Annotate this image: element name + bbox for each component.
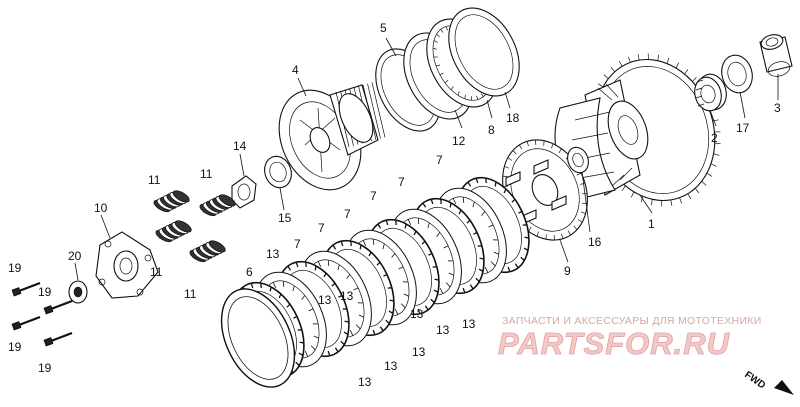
lifter-bearing bbox=[68, 280, 88, 304]
lock-washer bbox=[264, 155, 292, 189]
callout-13-h: 13 bbox=[340, 289, 354, 303]
callout-13-f: 13 bbox=[462, 317, 476, 331]
callout-2: 2 bbox=[711, 131, 718, 145]
clutch-spring bbox=[189, 240, 226, 263]
callout-20: 20 bbox=[68, 249, 82, 263]
callout-7-f: 7 bbox=[436, 153, 443, 167]
callout-7-c: 7 bbox=[344, 207, 351, 221]
callout-11-c: 11 bbox=[150, 265, 163, 279]
needle-bearing bbox=[694, 73, 727, 112]
watermark: ЗАПЧАСТИ И АКСЕССУАРЫ ДЛЯ МОТОТЕХНИКИ PA… bbox=[498, 315, 762, 361]
release-bearing bbox=[567, 146, 589, 174]
callout-3: 3 bbox=[774, 101, 781, 115]
callout-7-e: 7 bbox=[398, 175, 405, 189]
forward-direction-indicator: FWD bbox=[742, 369, 794, 395]
clutch-springs bbox=[153, 190, 236, 263]
flange-bolts bbox=[11, 281, 73, 347]
flange-bolt bbox=[43, 331, 73, 347]
callout-11-d: 11 bbox=[184, 287, 197, 301]
watermark-brand: PARTSFOR.RU bbox=[498, 326, 731, 361]
flange-bolt bbox=[11, 281, 41, 297]
callout-13-c: 13 bbox=[384, 359, 398, 373]
lock-nut bbox=[231, 175, 257, 209]
fwd-label: FWD bbox=[742, 369, 767, 391]
callout-labels: 1 2 3 17 4 5 12 8 18 14 15 16 9 10 20 6 … bbox=[8, 21, 781, 389]
callout-4: 4 bbox=[292, 63, 299, 77]
fwd-arrow-icon bbox=[774, 380, 794, 395]
callout-18: 18 bbox=[506, 111, 520, 125]
callout-13-b: 13 bbox=[358, 375, 372, 389]
callout-8: 8 bbox=[488, 123, 495, 137]
callout-11-b: 11 bbox=[200, 167, 213, 181]
flange-bolt bbox=[11, 315, 41, 331]
judder-plate-6 bbox=[220, 288, 296, 388]
callout-15: 15 bbox=[278, 211, 292, 225]
callout-7-a: 7 bbox=[294, 237, 301, 251]
callout-14: 14 bbox=[233, 139, 247, 153]
callout-1: 1 bbox=[648, 217, 655, 231]
callout-7-b: 7 bbox=[318, 221, 325, 235]
callout-19-d: 19 bbox=[38, 361, 52, 375]
clutch-spring bbox=[199, 194, 236, 217]
clutch-outer-housing bbox=[554, 53, 721, 207]
callout-13-i: 13 bbox=[410, 307, 424, 321]
friction-disc-18 bbox=[448, 7, 520, 97]
callout-19-a: 19 bbox=[8, 261, 22, 275]
flange-bolt bbox=[43, 299, 73, 315]
clutch-spring bbox=[155, 220, 192, 243]
lifter-plate bbox=[95, 231, 159, 299]
thrust-washer-17 bbox=[721, 54, 753, 94]
clutch-disc-stack bbox=[220, 176, 530, 388]
callout-5: 5 bbox=[380, 21, 387, 35]
callout-19-b: 19 bbox=[38, 285, 52, 299]
collar bbox=[759, 34, 793, 77]
callout-7-d: 7 bbox=[370, 189, 377, 203]
leader-lines bbox=[74, 37, 779, 281]
callout-17: 17 bbox=[736, 121, 750, 135]
callout-13-g: 13 bbox=[318, 293, 332, 307]
callout-12: 12 bbox=[452, 134, 466, 148]
callout-10: 10 bbox=[94, 201, 108, 215]
callout-13-d: 13 bbox=[412, 345, 426, 359]
callout-9: 9 bbox=[564, 264, 571, 278]
watermark-tagline: ЗАПЧАСТИ И АКСЕССУАРЫ ДЛЯ МОТОТЕХНИКИ bbox=[502, 315, 762, 327]
callout-13-a: 13 bbox=[266, 247, 280, 261]
callout-13-e: 13 bbox=[436, 323, 450, 337]
callout-11-a: 11 bbox=[148, 173, 161, 187]
callout-16: 16 bbox=[588, 235, 602, 249]
clutch-spring bbox=[153, 190, 190, 213]
callout-19-c: 19 bbox=[8, 340, 22, 354]
clutch-center-hub bbox=[278, 82, 386, 191]
callout-6: 6 bbox=[246, 265, 253, 279]
